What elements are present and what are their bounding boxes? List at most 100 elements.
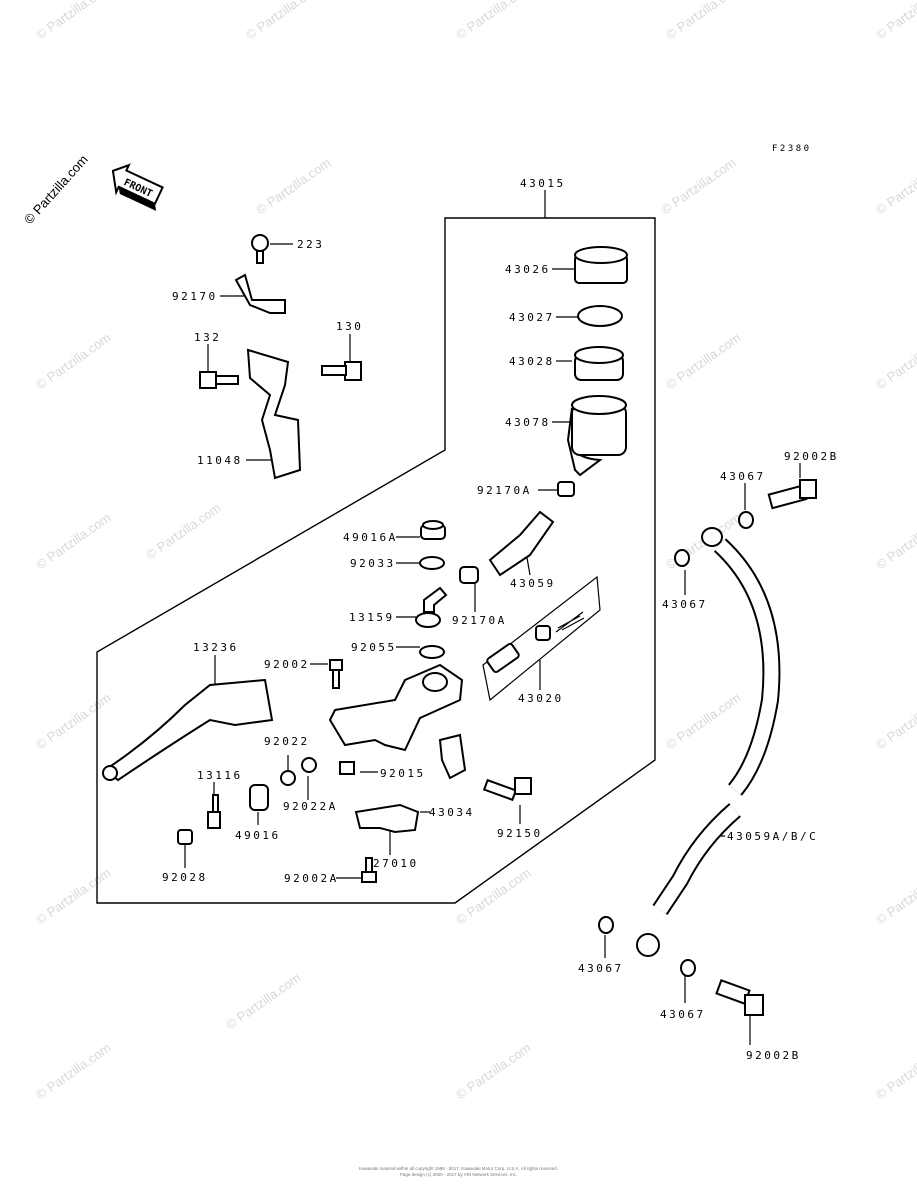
part-label[interactable]: 43078 <box>505 416 551 429</box>
part-43067-washer <box>674 549 690 567</box>
part-27010-switch <box>354 803 420 834</box>
part-92150-bolt <box>482 777 532 802</box>
part-label[interactable]: 43015 <box>520 177 566 190</box>
part-92002B-banjo-bolt-top <box>767 479 817 510</box>
part-label[interactable]: 223 <box>297 238 324 251</box>
part-label[interactable]: 43027 <box>509 311 555 324</box>
part-223-screw <box>251 234 269 264</box>
part-label[interactable]: 13116 <box>197 769 243 782</box>
part-43027-diaphragm-plate <box>577 305 623 327</box>
part-label[interactable]: 49016A <box>343 531 398 544</box>
watermark: © Partzilla.com <box>33 865 113 928</box>
part-13116-pivot <box>207 794 221 829</box>
part-43067-washer <box>598 916 614 934</box>
part-label[interactable]: 92002 <box>264 658 310 671</box>
part-label[interactable]: 43067 <box>578 962 624 975</box>
part-92170-clamp <box>234 273 286 314</box>
part-92170A-clip-top <box>557 481 575 497</box>
leader-lines <box>184 190 801 1045</box>
hose-banjo-top <box>701 527 723 547</box>
watermark: © Partzilla.com <box>253 155 333 218</box>
watermark: © Partzilla.com <box>873 690 917 753</box>
part-43059-hose <box>488 510 555 577</box>
part-label[interactable]: 130 <box>336 320 363 333</box>
part-label[interactable]: 43020 <box>518 692 564 705</box>
part-label[interactable]: 43034 <box>429 806 475 819</box>
watermark: © Partzilla.com <box>33 0 113 42</box>
copyright-line-1: Kawasaki material within all copyright 1… <box>358 1166 559 1171</box>
part-label[interactable]: 92033 <box>350 557 396 570</box>
part-labels: 43015 223 92170 132 130 11048 43026 4302… <box>162 177 839 1062</box>
part-92002B-banjo-bolt-bottom <box>715 979 764 1016</box>
part-label[interactable]: 27010 <box>373 857 419 870</box>
part-label[interactable]: 92015 <box>380 767 426 780</box>
part-92170A-clip-mid <box>459 566 479 584</box>
part-label[interactable]: 43059A/B/C <box>727 830 818 843</box>
part-label[interactable]: 43026 <box>505 263 551 276</box>
watermark: © Partzilla.com <box>873 865 917 928</box>
front-arrow-icon: FRONT <box>111 163 164 211</box>
part-132-bolt <box>199 371 239 389</box>
watermark: © Partzilla.com <box>873 510 917 573</box>
watermark: © Partzilla.com <box>33 330 113 393</box>
part-92002-screw <box>329 659 343 689</box>
watermark: © Partzilla.com <box>33 1040 113 1103</box>
part-label[interactable]: 92022 <box>264 735 310 748</box>
part-43026-cap <box>574 246 628 284</box>
part-label[interactable]: 92002B <box>746 1049 801 1062</box>
part-label[interactable]: 92028 <box>162 871 208 884</box>
part-49016-boot <box>249 784 269 811</box>
part-label[interactable]: 92022A <box>283 800 338 813</box>
watermark: © Partzilla.com <box>663 690 743 753</box>
body-port <box>422 672 448 692</box>
part-92022A-washer <box>301 757 317 773</box>
part-43034-holder <box>438 733 467 780</box>
part-label[interactable]: 43067 <box>660 1008 706 1021</box>
part-label[interactable]: 92170A <box>477 484 532 497</box>
watermark: © Partzilla.com <box>658 155 738 218</box>
part-label[interactable]: 13236 <box>193 641 239 654</box>
part-label[interactable]: 132 <box>194 331 221 344</box>
copyright-footer: Kawasaki material within all copyright 1… <box>0 1166 917 1178</box>
part-label[interactable]: 11048 <box>197 454 243 467</box>
part-label[interactable]: 92002A <box>284 872 339 885</box>
part-label[interactable]: 92170A <box>452 614 507 627</box>
part-43020-piston-kit <box>486 611 585 673</box>
watermark: © Partzilla.com <box>873 330 917 393</box>
lever-end <box>102 765 118 781</box>
part-92002A-screw <box>361 857 377 883</box>
part-label[interactable]: 43067 <box>720 470 766 483</box>
part-label[interactable]: 92002B <box>784 450 839 463</box>
part-label[interactable]: 92055 <box>351 641 397 654</box>
part-13236-lever <box>103 678 274 782</box>
part-label[interactable]: 92170 <box>172 290 218 303</box>
watermark: © Partzilla.com <box>873 0 917 42</box>
copyright-line-2: Page design (c) 2000 - 2017 by ARI Netwo… <box>399 1172 518 1177</box>
diagram-code: F2380 <box>772 144 812 154</box>
hose-banjo-bottom <box>636 933 660 957</box>
watermark-main: © Partzilla.com <box>21 152 91 227</box>
part-label[interactable]: 43067 <box>662 598 708 611</box>
watermark: © Partzilla.com <box>873 155 917 218</box>
watermark: © Partzilla.com <box>663 330 743 393</box>
part-43078-reservoir <box>566 395 627 477</box>
part-92028-cap <box>177 829 193 845</box>
part-13159-fitting <box>415 586 448 628</box>
watermark: © Partzilla.com <box>143 500 223 563</box>
watermark: © Partzilla.com <box>33 510 113 573</box>
part-label[interactable]: 43059 <box>510 577 556 590</box>
part-92022-bushing <box>280 770 296 786</box>
part-43067-washer <box>680 959 696 977</box>
part-label[interactable]: 92150 <box>497 827 543 840</box>
part-11048-bracket <box>246 348 302 480</box>
parts <box>102 234 817 1016</box>
part-130-bolt <box>321 361 362 381</box>
watermark: © Partzilla.com <box>873 1040 917 1103</box>
part-label[interactable]: 43028 <box>509 355 555 368</box>
part-92015-nut <box>339 761 355 775</box>
part-label[interactable]: 13159 <box>349 611 395 624</box>
part-label[interactable]: 49016 <box>235 829 281 842</box>
watermark: © Partzilla.com <box>453 1040 533 1103</box>
